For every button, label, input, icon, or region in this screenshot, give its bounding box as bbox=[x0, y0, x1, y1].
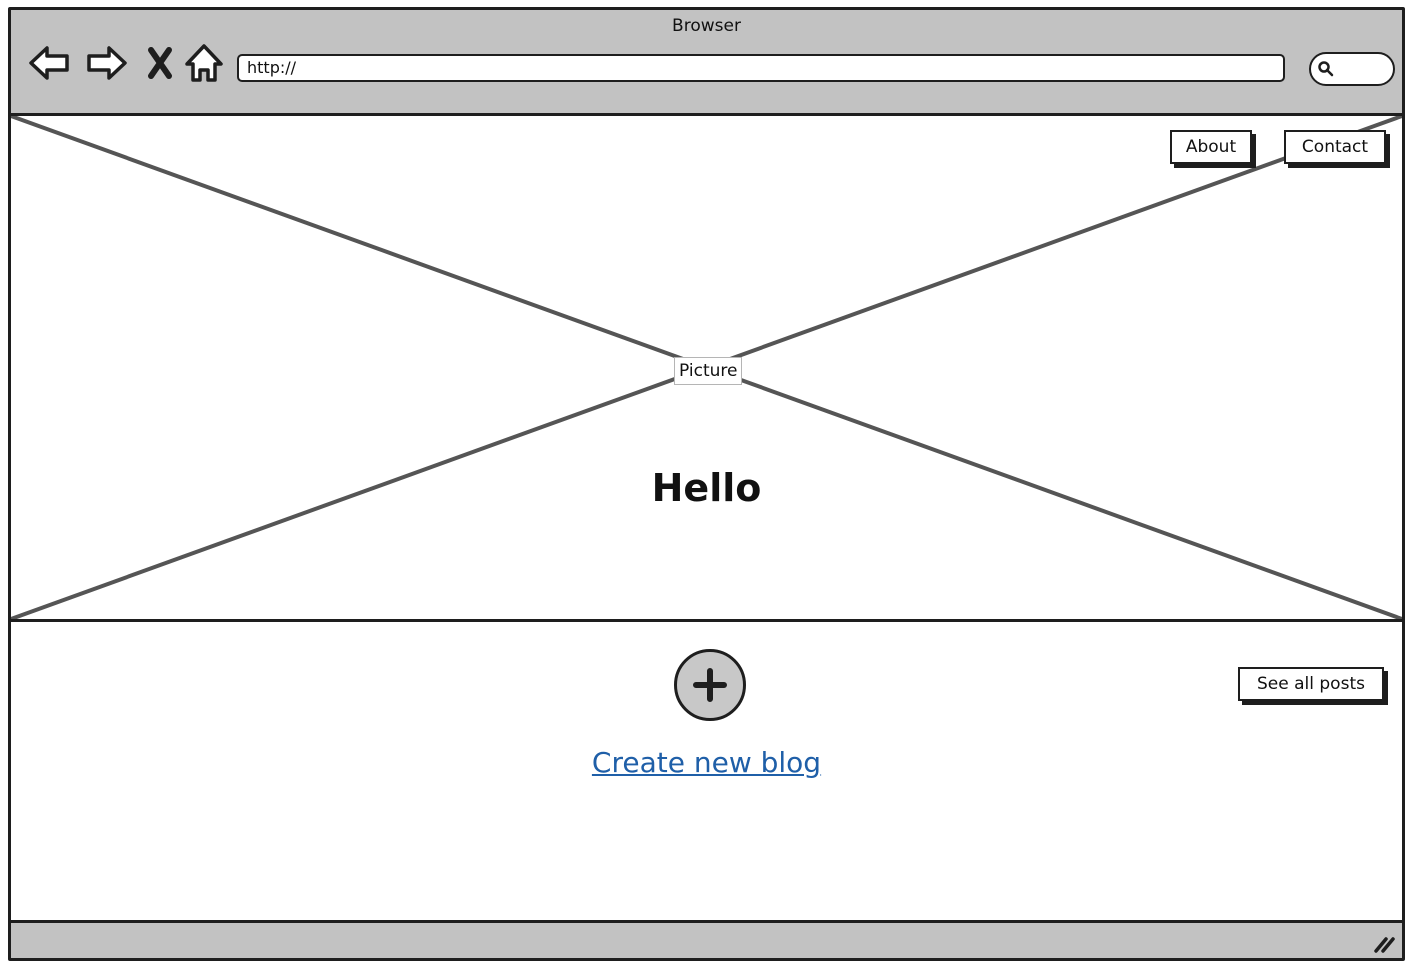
browser-window: Browser http:// bbox=[8, 7, 1405, 961]
browser-toolbar: Browser http:// bbox=[11, 10, 1402, 116]
picture-label: Picture bbox=[674, 357, 743, 385]
see-all-posts-button[interactable]: See all posts bbox=[1238, 667, 1384, 701]
status-bar bbox=[11, 920, 1402, 958]
url-input[interactable]: http:// bbox=[237, 54, 1285, 82]
forward-arrow-icon[interactable] bbox=[83, 40, 129, 86]
back-arrow-icon[interactable] bbox=[27, 40, 73, 86]
home-icon[interactable] bbox=[181, 40, 227, 86]
search-field[interactable] bbox=[1309, 52, 1395, 86]
window-title: Browser bbox=[672, 16, 741, 36]
resize-grip-icon[interactable] bbox=[1372, 933, 1396, 953]
search-icon bbox=[1318, 61, 1334, 77]
about-button[interactable]: About bbox=[1170, 130, 1252, 164]
create-new-blog-link[interactable]: Create new blog bbox=[591, 746, 822, 779]
add-blog-button[interactable] bbox=[674, 649, 746, 721]
contact-button[interactable]: Contact bbox=[1284, 130, 1386, 164]
main-content: Create new blog See all posts bbox=[11, 622, 1402, 922]
hero-title: Hello bbox=[651, 466, 762, 510]
hero-picture-placeholder: Picture Hello About Contact bbox=[11, 116, 1402, 622]
plus-icon bbox=[693, 668, 727, 702]
stop-icon[interactable] bbox=[137, 40, 183, 86]
